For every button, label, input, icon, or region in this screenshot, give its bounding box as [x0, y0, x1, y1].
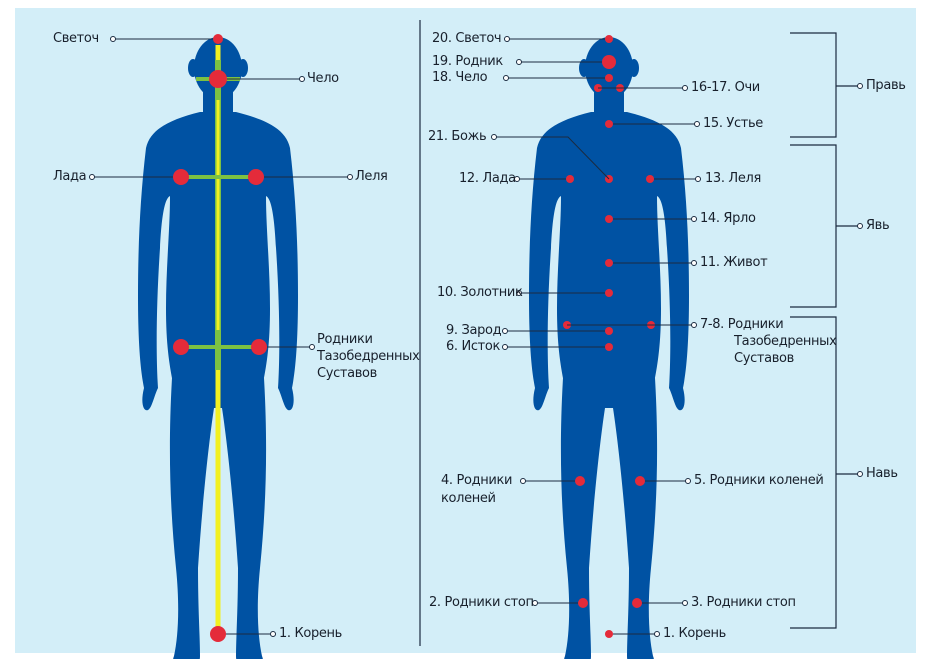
label-hips-line3: Суставов: [317, 365, 377, 382]
zone-brackets: [790, 33, 858, 628]
label-4-kolen-line1: 4. Родники: [441, 472, 512, 489]
label-lelya: Леля: [355, 168, 388, 185]
zone-label-prav: Правь: [866, 77, 906, 94]
label-9-zarod: 9. Зарод: [446, 322, 501, 339]
label-7-8-hips-line3: Суставов: [734, 350, 794, 367]
label-18-chelo: 18. Чело: [432, 69, 487, 86]
zone-label-nav: Навь: [866, 465, 898, 482]
label-7-8-hips-line1: 7-8. Родники: [700, 316, 783, 333]
label-5-kolen: 5. Родники коленей: [694, 472, 823, 489]
label-12-lada: 12. Лада: [459, 170, 516, 187]
label-14-yarlo: 14. Ярло: [700, 210, 756, 227]
label-hips-line2: Тазобедренных: [317, 348, 419, 365]
left-point-lada: [173, 169, 189, 185]
label-lada: Лада: [53, 168, 86, 185]
zone-bracket-ends: [858, 84, 863, 477]
label-4-kolen-line2: коленей: [441, 490, 496, 507]
label-koren: 1. Корень: [279, 625, 342, 642]
left-point-hip-right: [251, 339, 267, 355]
left-point-koren: [210, 626, 226, 642]
label-19-rodnik: 19. Родник: [432, 53, 503, 70]
label-6-istok: 6. Исток: [446, 338, 500, 355]
left-point-lelya: [248, 169, 264, 185]
label-11-zhivot: 11. Живот: [700, 254, 767, 271]
zone-label-yav: Явь: [866, 217, 889, 234]
label-3-stop: 3. Родники стоп: [691, 594, 796, 611]
label-21-bozh: 21. Божь: [428, 128, 486, 145]
label-1-koren: 1. Корень: [663, 625, 726, 642]
label-15-ustye: 15. Устье: [703, 115, 763, 132]
label-svetoch: Светоч: [53, 30, 99, 47]
label-10-zolotnik: 10. Золотник: [437, 284, 523, 301]
label-2-stop: 2. Родники стоп: [429, 594, 534, 611]
left-point-chelo: [209, 70, 227, 88]
label-7-8-hips-line2: Тазобедренных: [734, 333, 836, 350]
label-20-svetoch: 20. Светоч: [432, 30, 501, 47]
label-16-17-ochi: 16-17. Очи: [691, 79, 760, 96]
label-hips-line1: Родники: [317, 331, 373, 348]
left-point-hip-left: [173, 339, 189, 355]
left-point-svetoch: [213, 34, 223, 44]
label-13-lelya: 13. Леля: [705, 170, 761, 187]
label-chelo: Чело: [307, 70, 339, 87]
bracket-prav: [790, 33, 836, 137]
bracket-yav: [790, 145, 836, 307]
